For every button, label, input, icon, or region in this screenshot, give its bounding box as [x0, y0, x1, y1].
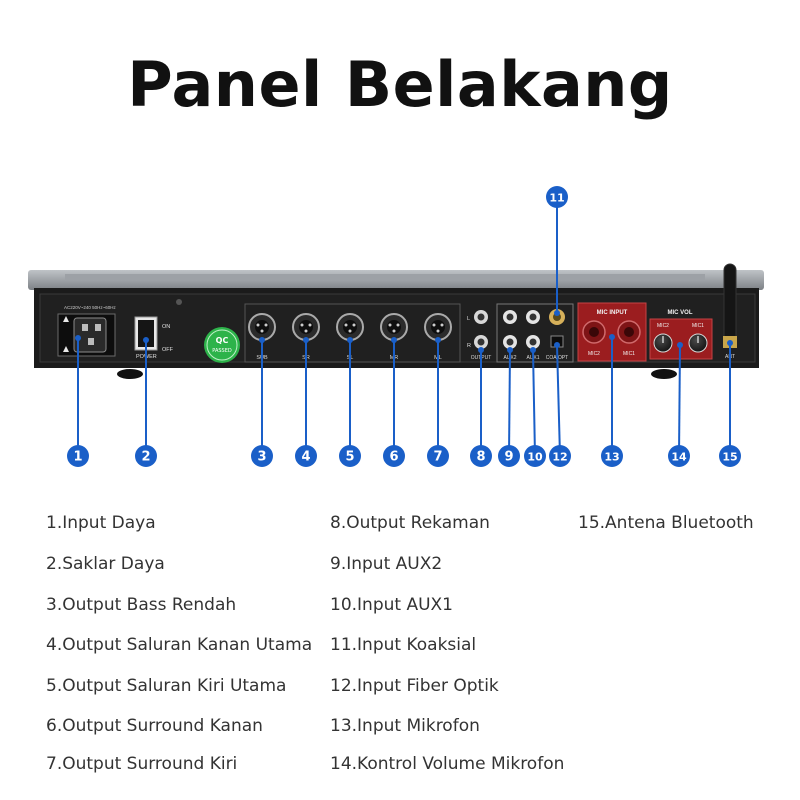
callout-number-4: 4 — [301, 450, 310, 465]
mic-volume-panel: MIC VOL MIC2 MIC1 — [649, 310, 713, 360]
legend-item-14: 14.Kontrol Volume Mikrofon — [330, 754, 565, 774]
legend-item-7: 7.Output Surround Kiri — [46, 754, 238, 774]
switch-on-label: ON — [162, 324, 170, 330]
callout-badge-12 — [549, 445, 571, 467]
callout-anchor-14 — [677, 342, 683, 348]
callout-anchor-1 — [75, 335, 81, 341]
callout-badge-5 — [339, 445, 361, 467]
right-channel-label: R — [467, 343, 471, 349]
callout-anchor-13 — [609, 334, 615, 340]
callout-badge-11 — [546, 186, 568, 208]
callout-badge-3 — [251, 445, 273, 467]
callout-number-1: 1 — [73, 450, 82, 465]
callout-number-6: 6 — [389, 450, 398, 465]
vol-mic2-label: MIC2 — [657, 323, 669, 329]
mic2-volume-knob[interactable] — [653, 333, 673, 353]
callout-anchor-3 — [259, 337, 265, 343]
legend-item-12: 12.Input Fiber Optik — [330, 676, 499, 696]
callout-anchor-15 — [727, 340, 733, 346]
callout-leader-14 — [678, 344, 681, 457]
legend-item-4: 4.Output Saluran Kanan Utama — [46, 635, 313, 655]
callout-number-2: 2 — [141, 450, 150, 465]
callout-badge-1 — [67, 445, 89, 467]
legend-item-8: 8.Output Rekaman — [330, 513, 490, 533]
qc-passed-label: PASSED — [212, 348, 232, 354]
callout-anchor-10 — [530, 347, 536, 353]
callout-number-10: 10 — [527, 451, 543, 464]
callout-anchor-8 — [478, 347, 484, 353]
warning-triangle-icon — [63, 346, 69, 352]
callout-anchor-4 — [303, 337, 309, 343]
xlr-output-ml[interactable]: ML — [424, 313, 452, 361]
warning-triangle-icon — [63, 316, 69, 322]
callout-anchor-5 — [347, 337, 353, 343]
callout-anchor-7 — [435, 337, 441, 343]
legend-item-11: 11.Input Koaksial — [330, 635, 477, 655]
callout-number-5: 5 — [345, 450, 354, 465]
callout-leader-lines — [75, 197, 733, 457]
legend-item-6: 6.Output Surround Kanan — [46, 716, 263, 736]
xlr-output-mr[interactable]: MR — [380, 313, 408, 361]
mic-input-label: MIC INPUT — [597, 310, 628, 316]
callout-number-9: 9 — [504, 450, 513, 465]
qc-passed-sticker: QC PASSED — [204, 327, 240, 363]
callout-anchor-9 — [507, 347, 513, 353]
callout-number-15: 15 — [722, 451, 737, 464]
legend-item-3: 3.Output Bass Rendah — [46, 595, 237, 615]
callout-leader-9 — [508, 349, 511, 457]
xlr-output-sl[interactable]: SL — [336, 313, 364, 361]
mic1-label: MIC1 — [623, 351, 635, 357]
mic1-jack[interactable]: MIC1 — [617, 320, 641, 357]
legend-item-1: 1.Input Daya — [46, 513, 156, 533]
callout-badge-13 — [601, 445, 623, 467]
callout-leader-10 — [532, 349, 536, 457]
callout-number-14: 14 — [671, 451, 687, 464]
callout-badge-10 — [524, 445, 546, 467]
xlr-output-sub[interactable]: SUB — [248, 313, 276, 361]
callout-badge-6 — [383, 445, 405, 467]
callout-number-7: 7 — [433, 450, 442, 465]
callout-number-11: 11 — [549, 192, 564, 205]
qc-label: QC — [216, 336, 229, 345]
legend-item-10: 10.Input AUX1 — [330, 595, 453, 615]
callout-badge-2 — [135, 445, 157, 467]
power-inlet[interactable]: AC220V~240 50Hz~60Hz — [57, 305, 117, 357]
switch-off-label: OFF — [162, 347, 174, 353]
callout-leader-12 — [556, 344, 561, 457]
left-channel-label: L — [467, 316, 470, 322]
legend-item-5: 5.Output Saluran Kiri Utama — [46, 676, 287, 696]
callout-anchor-2 — [143, 337, 149, 343]
callout-anchor-11 — [554, 310, 560, 316]
callout-badge-9 — [498, 445, 520, 467]
mic-vol-label: MIC VOL — [668, 310, 693, 316]
legend-item-13: 13.Input Mikrofon — [330, 716, 480, 736]
callout-badge-8 — [470, 445, 492, 467]
callout-number-12: 12 — [552, 451, 567, 464]
mic2-jack[interactable]: MIC2 — [582, 320, 606, 357]
callout-badge-4 — [295, 445, 317, 467]
xlr-output-group: SUB SR SL MR ML — [244, 303, 461, 363]
vol-mic1-label: MIC1 — [692, 323, 704, 329]
mic1-volume-knob[interactable] — [688, 333, 708, 353]
legend-item-2: 2.Saklar Daya — [46, 554, 165, 574]
callout-anchor-12 — [554, 342, 560, 348]
callout-badge-7 — [427, 445, 449, 467]
callout-number-8: 8 — [476, 450, 485, 465]
callout-anchor-6 — [391, 337, 397, 343]
legend-item-15: 15.Antena Bluetooth — [578, 513, 754, 533]
mic2-label: MIC2 — [588, 351, 600, 357]
callout-number-3: 3 — [257, 450, 266, 465]
callout-badge-14 — [668, 445, 690, 467]
callout-number-13: 13 — [604, 451, 619, 464]
legend-item-9: 9.Input AUX2 — [330, 554, 443, 574]
ac-voltage-label: AC220V~240 50Hz~60Hz — [64, 305, 117, 310]
page-title: Panel Belakang — [127, 48, 673, 121]
callout-badge-15 — [719, 445, 741, 467]
